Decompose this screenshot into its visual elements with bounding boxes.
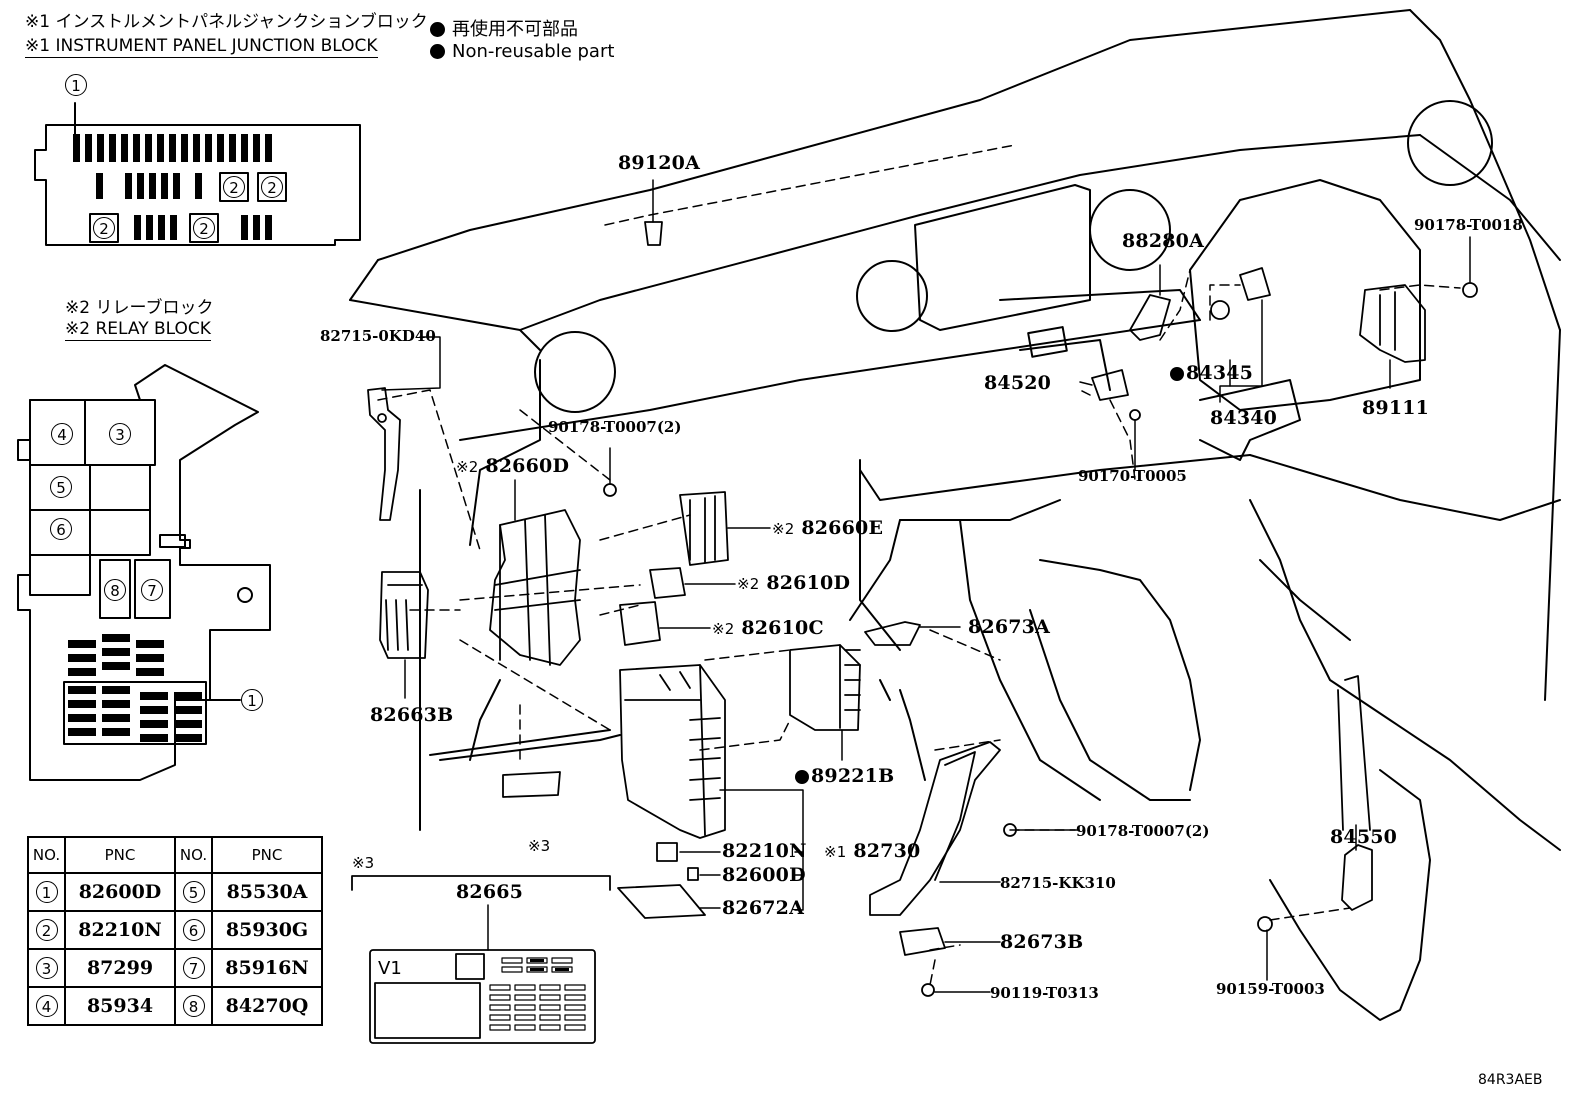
- row-pnc: 85530A: [211, 872, 323, 912]
- marker-relay-3: 3: [109, 423, 131, 445]
- row-no-marker: 2: [35, 919, 58, 941]
- marker-relay-5: 5: [50, 476, 72, 498]
- non-reusable-dot-icon: [1170, 367, 1184, 381]
- table-row: 3 87299 7 85916N: [27, 948, 323, 988]
- part-label-90178-T0007-b: 90178-T0007(2): [1076, 822, 1210, 840]
- part-label-89221B: 89221B: [795, 765, 894, 787]
- label-card-drawing: [369, 949, 596, 1044]
- marker-relay-8: 8: [104, 579, 126, 601]
- part-label-90178-T0007-a: 90178-T0007(2): [548, 418, 682, 436]
- diagram-code: 84R3AEB: [1478, 1072, 1543, 1088]
- non-reusable-dot-icon: [795, 770, 809, 784]
- part-label-88280A: 88280A: [1122, 230, 1205, 252]
- part-shapes: [367, 221, 1478, 997]
- marker-relay-6: 6: [50, 518, 72, 540]
- part-label-89120A: 89120A: [618, 152, 701, 174]
- junction-block-title-jp: ※1 インストルメントパネルジャンクションブロック: [25, 12, 428, 32]
- marker-relay-7: 7: [141, 579, 163, 601]
- non-reusable-dot-icon: [430, 44, 445, 59]
- part-label-82715-KK310: 82715-KK310: [1000, 874, 1116, 892]
- pnc-table-header: NO. PNC NO. PNC: [27, 836, 323, 874]
- junction-block-drawing: [34, 102, 361, 246]
- row-no-marker: 8: [182, 995, 205, 1017]
- marker-junction-1: 1: [65, 74, 87, 96]
- row-pnc: 84270Q: [211, 986, 323, 1026]
- pnc-table: NO. PNC NO. PNC 1 82600D 5 85530A 2 8221…: [27, 836, 323, 1026]
- marker-relay-4: 4: [51, 423, 73, 445]
- marker-junction-2c: 2: [93, 217, 115, 239]
- row-pnc: 82210N: [64, 910, 176, 950]
- part-label-82673B: 82673B: [1000, 931, 1084, 953]
- row-no-marker: 4: [35, 995, 58, 1017]
- solid-leaders: [381, 179, 1471, 993]
- marker-junction-2a: 2: [223, 176, 245, 198]
- part-label-82672A: 82672A: [722, 897, 805, 919]
- table-row: 2 82210N 6 85930G: [27, 910, 323, 950]
- non-reusable-dot-icon: [430, 22, 445, 37]
- part-label-82210N: 82210N: [722, 840, 807, 862]
- part-label-90170-T0005: 90170-T0005: [1078, 467, 1187, 485]
- part-label-82665: 82665: [456, 881, 524, 903]
- row-no-marker: 5: [182, 881, 205, 903]
- junction-block-title-en: ※1 INSTRUMENT PANEL JUNCTION BLOCK: [25, 36, 378, 58]
- marker-junction-2b: 2: [261, 176, 283, 198]
- relay-block-title-jp: ※2 リレーブロック: [65, 298, 214, 318]
- part-label-82673A: 82673A: [968, 616, 1051, 638]
- part-label-90159-T0003: 90159-T0003: [1216, 980, 1325, 998]
- ref-mark-3-bracket: ※3: [352, 854, 375, 872]
- ref-mark-3: ※3: [528, 837, 551, 855]
- legend-en-text: Non-reusable part: [452, 41, 615, 62]
- table-row: 4 85934 8 84270Q: [27, 986, 323, 1026]
- part-label-90119-T0313: 90119-T0313: [990, 984, 1099, 1002]
- row-pnc: 85930G: [211, 910, 323, 950]
- row-no-marker: 3: [35, 957, 58, 979]
- part-label-82610C: ※2 82610C: [712, 617, 824, 639]
- part-label-89111: 89111: [1362, 397, 1430, 419]
- legend-en: Non-reusable part: [430, 41, 614, 62]
- label-card-code: V1: [378, 958, 402, 979]
- row-no-marker: 1: [35, 881, 58, 903]
- part-label-84340: 84340: [1210, 407, 1278, 429]
- legend-jp-text: 再使用不可部品: [452, 19, 578, 40]
- part-label-82663B: 82663B: [370, 704, 454, 726]
- part-label-84520: 84520: [984, 372, 1052, 394]
- part-label-82660E: ※2 82660E: [772, 517, 884, 539]
- row-pnc: 85934: [64, 986, 176, 1026]
- header-pnc-2: PNC: [211, 836, 323, 874]
- header-no-2: NO.: [174, 836, 213, 874]
- part-label-82730: ※1 82730: [824, 840, 921, 862]
- row-no-marker: 7: [182, 957, 205, 979]
- marker-junction-2d: 2: [193, 217, 215, 239]
- instrument-panel-body: [349, 9, 1561, 1021]
- row-pnc: 85916N: [211, 948, 323, 988]
- part-label-82715-0KD40: 82715-0KD40: [320, 327, 436, 345]
- part-label-90178-T0018: 90178-T0018: [1414, 216, 1523, 234]
- header-no-1: NO.: [27, 836, 66, 874]
- row-pnc: 87299: [64, 948, 176, 988]
- relay-block-drawing: [17, 364, 271, 781]
- table-row: 1 82600D 5 85530A: [27, 872, 323, 912]
- part-label-84345: 84345: [1170, 362, 1253, 384]
- row-no-marker: 6: [182, 919, 205, 941]
- legend-jp: 再使用不可部品: [430, 15, 578, 41]
- header-pnc-1: PNC: [64, 836, 176, 874]
- part-label-82610D: ※2 82610D: [737, 572, 851, 594]
- relay-block-title-en: ※2 RELAY BLOCK: [65, 319, 211, 341]
- row-pnc: 82600D: [64, 872, 176, 912]
- marker-relay-1: 1: [241, 689, 263, 711]
- part-label-82600D: 82600D: [722, 864, 806, 886]
- part-label-84550: 84550: [1330, 826, 1398, 848]
- part-label-82660D: ※2 82660D: [456, 455, 570, 477]
- label-bracket: [351, 875, 611, 891]
